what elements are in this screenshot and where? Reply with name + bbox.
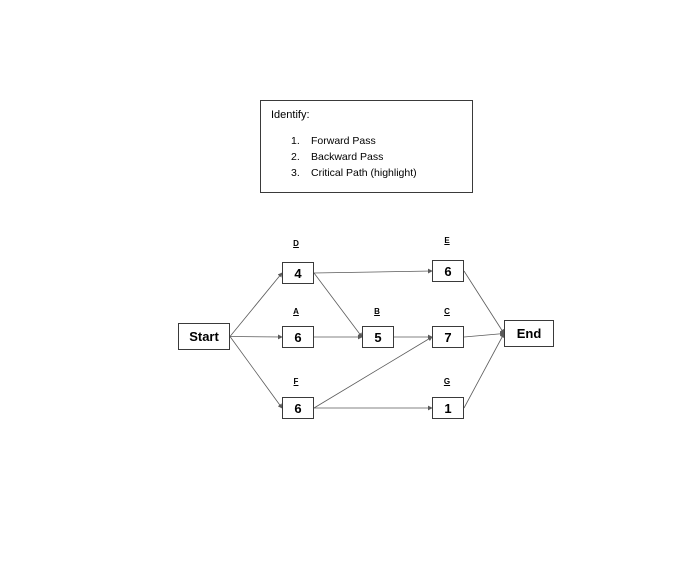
start-node: Start: [178, 323, 230, 350]
task-c-label: C: [444, 307, 450, 316]
instruction-text: Forward Pass: [311, 135, 376, 147]
task-d-box: 4: [282, 262, 314, 284]
instruction-number: 1.: [291, 135, 300, 147]
end-label: End: [516, 326, 542, 341]
instruction-text: Critical Path (highlight): [311, 167, 417, 179]
instruction-text: Backward Pass: [311, 151, 384, 163]
task-f-box: 6: [282, 397, 314, 419]
edge-f-to-c: [313, 336, 433, 409]
end-node: End: [504, 320, 554, 347]
task-f-duration: 6: [294, 400, 302, 416]
task-d-duration: 4: [294, 265, 302, 281]
task-a-label: A: [293, 307, 299, 316]
instruction-number: 3.: [291, 167, 300, 179]
edge-start-to-a: [229, 334, 283, 340]
start-label: Start: [189, 329, 219, 344]
task-c-duration: 7: [444, 329, 452, 345]
task-e-label: E: [444, 236, 450, 245]
task-g-duration: 1: [444, 400, 452, 416]
task-b-box: 5: [362, 326, 394, 348]
task-g-box: 1: [432, 397, 464, 419]
task-g-label: G: [443, 377, 451, 386]
task-a-duration: 6: [294, 329, 302, 345]
instructions-title: Identify:: [271, 109, 310, 121]
edge-d-to-b: [313, 272, 363, 338]
instruction-item: 1. Forward Pass: [291, 133, 417, 149]
edge-g-to-end: [463, 332, 505, 409]
task-b-duration: 5: [374, 329, 382, 345]
task-b-label: B: [374, 307, 380, 316]
instruction-number: 2.: [291, 151, 300, 163]
task-e-box: 6: [432, 260, 464, 282]
task-e-duration: 6: [444, 263, 452, 279]
task-d-label: D: [293, 239, 299, 248]
instructions-list: 1. Forward Pass 2. Backward Pass 3. Critica…: [291, 133, 417, 181]
instruction-item: 2. Backward Pass: [291, 149, 417, 165]
task-f-label: F: [293, 377, 299, 386]
edge-e-to-end: [463, 270, 505, 335]
edge-start-to-f: [229, 336, 283, 409]
edge-c-to-end: [463, 331, 505, 338]
edge-d-to-e: [313, 268, 433, 274]
task-c-box: 7: [432, 326, 464, 348]
task-a-box: 6: [282, 326, 314, 348]
edge-start-to-d: [229, 272, 283, 337]
instructions-box: Identify: 1. Forward Pass 2. Backward Pass…: [260, 100, 473, 193]
instruction-item: 3. Critical Path (highlight): [291, 165, 417, 181]
